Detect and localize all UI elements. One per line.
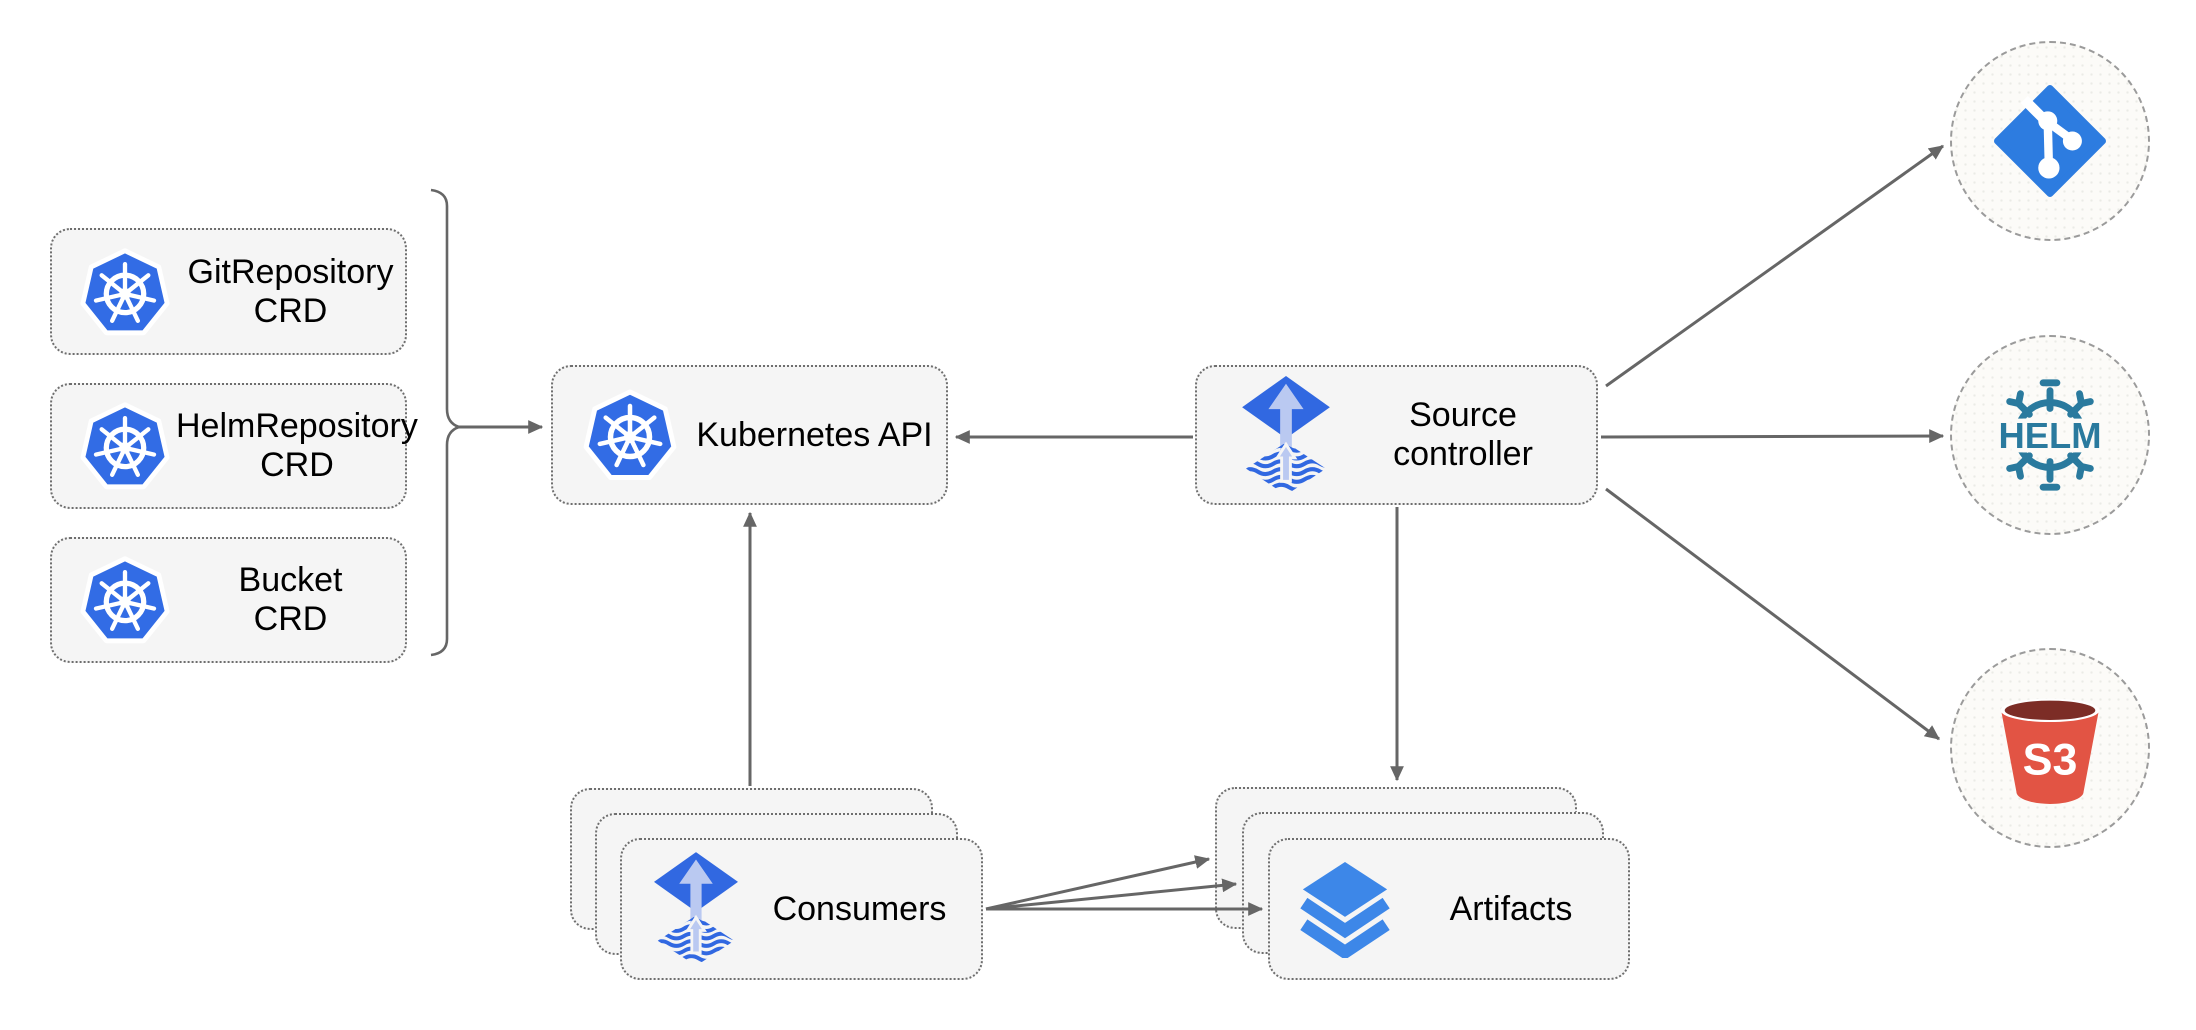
node-label: HelmRepository CRD (176, 407, 418, 484)
s3-bucket-icon: S3 (2000, 698, 2100, 804)
external-git (1950, 41, 2150, 241)
node-bucket-crd: Bucket CRD (50, 537, 407, 663)
edge-source-to-s3 (1605, 487, 1940, 741)
external-s3: S3 (1950, 648, 2150, 848)
node-source-controller: Source controller (1195, 365, 1598, 505)
flux-icon (1242, 376, 1330, 495)
node-label: Consumers (772, 889, 947, 928)
layers-icon (1296, 860, 1394, 958)
crd-group-bracket (430, 188, 464, 657)
node-kubernetes-api: Kubernetes API (551, 365, 948, 505)
node-helmrepository-crd: HelmRepository CRD (50, 383, 418, 509)
edge-consumers-to-artifacts-2 (985, 878, 1238, 911)
node-gitrepository-crd: GitRepository CRD (50, 228, 407, 355)
node-label: Artifacts (1449, 889, 1573, 928)
kubernetes-icon (577, 385, 683, 485)
external-helm: HELM (1950, 335, 2150, 535)
kubernetes-icon (74, 244, 176, 340)
edge-consumers-to-artifacts-1 (985, 855, 1211, 911)
s3-logo-text: S3 (2023, 734, 2078, 784)
node-consumers: Consumers (620, 838, 983, 980)
node-label: Kubernetes API (696, 415, 933, 454)
helm-logo-text: HELM (1998, 415, 2101, 456)
kubernetes-icon (74, 552, 176, 648)
node-label: GitRepository CRD (187, 252, 394, 330)
edge-source-to-git (1605, 144, 1944, 388)
node-label: Bucket CRD (238, 561, 343, 638)
edge-source-to-helm (1600, 429, 1945, 443)
helm-icon: HELM (1994, 379, 2106, 491)
kubernetes-icon (74, 398, 176, 494)
flux-icon (654, 852, 738, 966)
node-label: Source controller (1393, 396, 1533, 473)
git-icon (1994, 85, 2106, 197)
node-artifacts: Artifacts (1268, 838, 1630, 980)
